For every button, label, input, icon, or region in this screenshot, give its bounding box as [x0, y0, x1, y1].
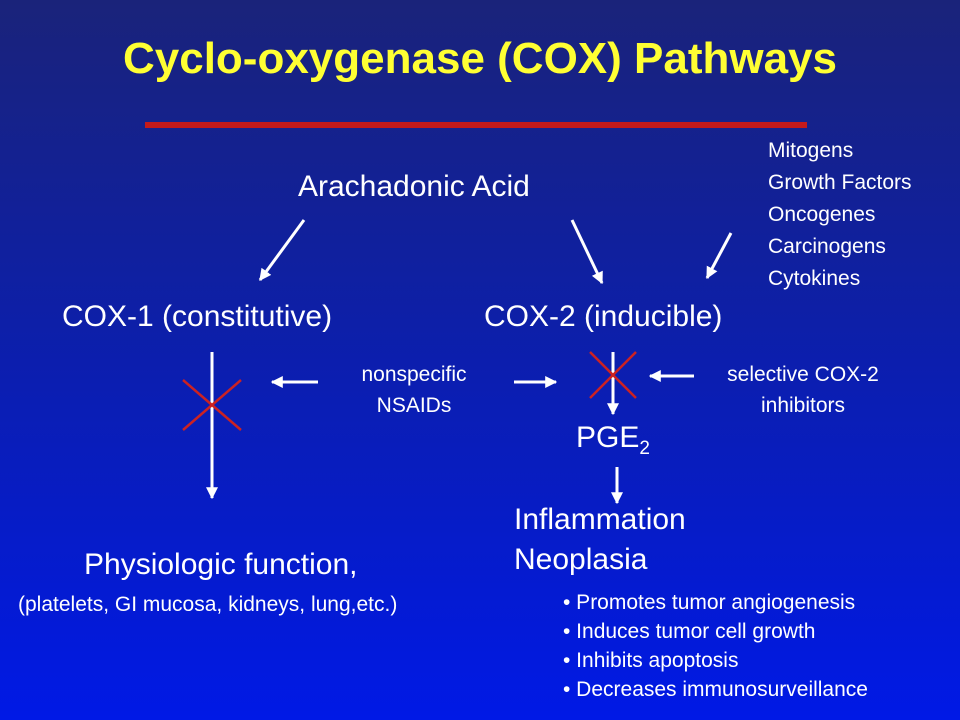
effect-item: • Decreases immunosurveillance [563, 678, 868, 701]
cox2-label: COX-2 (inducible) [484, 300, 723, 333]
pge2-subscript: 2 [639, 438, 650, 459]
arrow-aa-to-cox2 [570, 219, 604, 285]
inducer-item: Oncogenes [768, 203, 876, 226]
selective-line: inhibitors [760, 394, 846, 417]
physiologic-detail-label: (platelets, GI mucosa, kidneys, lung,etc… [18, 593, 398, 616]
outcome-item: Neoplasia [514, 543, 648, 576]
effect-item: • Inhibits apoptosis [563, 649, 739, 672]
inducer-list: Mitogens Growth Factors Oncogenes Carcin… [768, 138, 912, 292]
effect-item: • Induces tumor cell growth [563, 620, 816, 643]
neoplasia-effects-list: • Promotes tumor angiogenesis • Induces … [563, 590, 868, 703]
pge2-label: PGE2 [576, 421, 650, 460]
selective-line: selective COX-2 [727, 363, 879, 386]
cox2-inhibition-x-stroke [589, 351, 637, 399]
inducer-item: Carcinogens [768, 235, 886, 258]
nsaids-line: NSAIDs [376, 394, 452, 417]
arachidonic-acid-label: Arachadonic Acid [298, 170, 530, 203]
selective-inhibitors-label: selective COX-2 inhibitors [700, 362, 906, 419]
cox1-inhibition-x-stroke [182, 379, 242, 431]
inducer-item: Mitogens [768, 139, 854, 162]
effect-item: • Promotes tumor angiogenesis [563, 591, 856, 614]
nsaids-line: nonspecific [361, 363, 467, 386]
arrow-aa-to-cox1 [258, 219, 306, 281]
pge2-base: PGE [576, 421, 640, 454]
inducer-item: Growth Factors [768, 171, 912, 194]
title-underline [145, 122, 807, 128]
cox1-label: COX-1 (constitutive) [62, 300, 333, 333]
outcome-item: Inflammation [514, 503, 686, 536]
page-title: Cyclo-oxygenase (COX) Pathways [122, 34, 837, 83]
outcomes-list: Inflammation Neoplasia [514, 500, 686, 580]
inducer-item: Cytokines [768, 267, 861, 290]
arrow-inducers-to-cox2 [705, 232, 733, 280]
nsaids-label: nonspecific NSAIDs [340, 362, 488, 419]
physiologic-function-label: Physiologic function, [84, 548, 358, 581]
